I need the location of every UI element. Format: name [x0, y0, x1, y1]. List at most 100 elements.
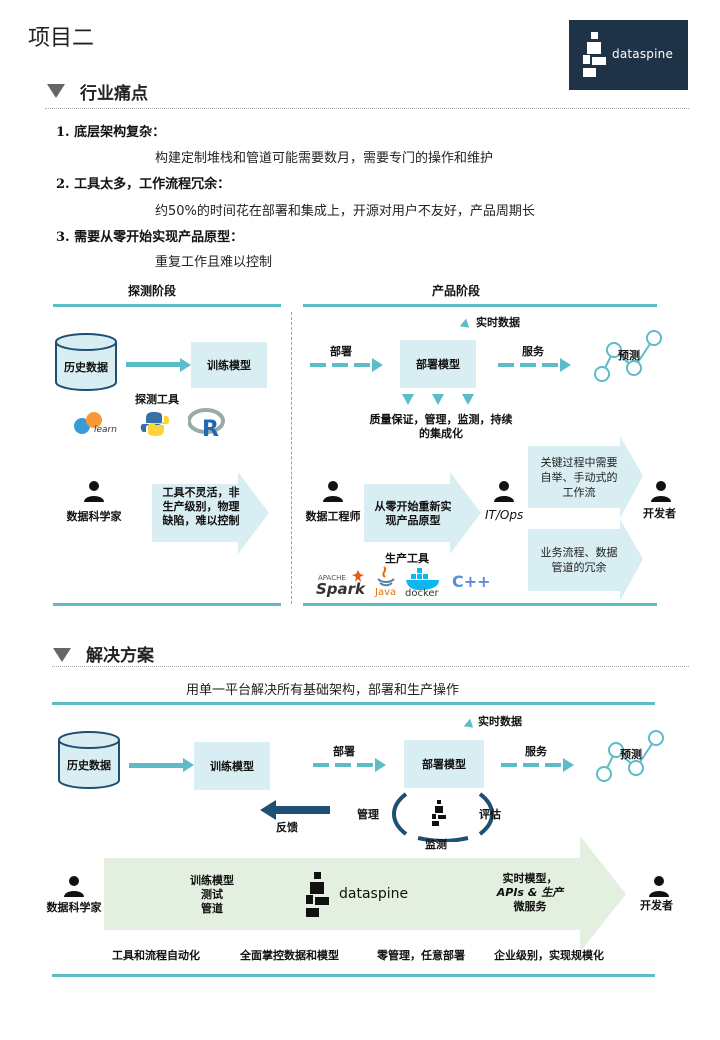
cpp-icon: C++	[452, 572, 491, 591]
dataspine-logo-icon	[306, 872, 329, 917]
production-tools-label: 生产工具	[385, 552, 429, 565]
person-icon	[494, 481, 514, 502]
arrow-shaft	[126, 362, 181, 367]
product-bottom-line	[303, 603, 657, 606]
integration-label: 质量保证，管理，监测，持续的集成化	[369, 413, 513, 440]
serve-dashed-arrow	[501, 763, 563, 767]
python-icon	[140, 412, 170, 436]
deploy-dashed-arrow	[313, 763, 375, 767]
divider	[52, 666, 689, 667]
product-stage-label: 产品阶段	[432, 284, 481, 298]
dev-problem-1: 关键过程中需要自举、手动式的工作流	[540, 456, 618, 499]
person-icon	[649, 876, 669, 897]
svg-text:R: R	[202, 417, 219, 439]
realtime-arrow-icon	[463, 718, 477, 732]
deploy-model-box: 部署模型	[404, 740, 484, 788]
person-icon	[64, 876, 84, 897]
dataspine-logo: dataspine	[569, 20, 688, 90]
history-data-label: 历史数据	[64, 361, 108, 374]
page-title: 项目二	[28, 26, 95, 51]
platform-item: 管道	[201, 902, 223, 915]
down-arrows-icon	[402, 394, 474, 405]
explore-stage-label: 探测阶段	[128, 284, 177, 298]
developer-label: 开发者	[643, 507, 676, 520]
explore-bottom-line	[53, 603, 281, 606]
feature-label: 零管理，任意部署	[377, 949, 465, 962]
solution-top-line	[52, 702, 655, 705]
itops-label: IT/Ops	[485, 508, 524, 522]
dev-problem-2: 业务流程、数据管道的冗余	[540, 546, 618, 574]
realtime-data-label: 实时数据	[478, 715, 522, 728]
docker-label: docker	[405, 588, 439, 599]
dev-problem-arrow	[528, 436, 643, 518]
platform-right-text: 实时模型，	[502, 872, 558, 885]
train-model-box: 训练模型	[194, 742, 270, 790]
arrow-head	[560, 358, 571, 372]
train-model-box: 训练模型	[191, 342, 267, 388]
realtime-arrow-icon	[459, 318, 473, 332]
history-data-label: 历史数据	[67, 759, 111, 772]
realtime-data-label: 实时数据	[476, 316, 520, 329]
arrow-shaft	[129, 763, 184, 768]
platform-right-text: APIs & 生产	[496, 886, 564, 899]
pain-point-desc: 约50%的时间花在部署和集成上，开源对用户不友好，产品周期长	[155, 204, 535, 219]
section-triangle-icon	[53, 648, 71, 662]
solution-heading: 解决方案	[86, 646, 154, 666]
feature-label: 工具和流程自动化	[112, 949, 200, 962]
deploy-dashed-arrow	[310, 363, 372, 367]
data-scientist-label: 数据科学家	[46, 901, 102, 914]
arrow-head	[180, 358, 191, 372]
arrow-head	[372, 358, 383, 372]
platform-item: 测试	[201, 888, 223, 901]
platform-right-text: 微服务	[513, 900, 547, 913]
spark-star-icon	[352, 570, 364, 582]
explore-stage-line	[53, 304, 281, 307]
ds-problem-text: 工具不灵活，非生产级别，物理缺陷，难以控制	[162, 486, 240, 527]
platform-item: 训练模型	[190, 874, 234, 887]
section-triangle-icon	[47, 84, 65, 98]
serve-label: 服务	[522, 345, 544, 358]
feature-label: 全面掌控数据和模型	[240, 949, 339, 962]
docker-icon	[406, 568, 439, 590]
r-language-icon: R	[188, 408, 225, 439]
predict-network-icon	[596, 730, 664, 782]
developer-label: 开发者	[640, 899, 673, 912]
svg-text:learn: learn	[94, 425, 117, 435]
dataspine-brand-text: dataspine	[339, 886, 409, 902]
deploy-label: 部署	[333, 745, 355, 758]
scikit-learn-icon: learn	[74, 412, 117, 435]
logo-text: dataspine	[612, 47, 674, 61]
divider	[45, 108, 689, 109]
java-icon	[377, 566, 395, 587]
monitor-cycle-shape	[392, 792, 494, 842]
database-icon	[58, 731, 120, 789]
pain-point-title: 3. 需要从零开始实现产品原型：	[56, 230, 244, 245]
pain-point-desc: 构建定制堆栈和管道可能需要数月，需要专门的操作和维护	[155, 151, 494, 166]
pain-point-title: 2. 工具太多，工作流程冗余：	[56, 177, 231, 192]
feature-label: 企业级别，实现规模化	[494, 949, 604, 962]
arrow-head	[563, 758, 574, 772]
evaluate-label: 评估	[479, 808, 501, 821]
problem-arrow-shape	[152, 472, 269, 554]
predict-network-icon	[594, 330, 662, 382]
predict-label: 预测	[618, 349, 640, 362]
java-label: Java	[375, 587, 397, 598]
data-scientist-label: 数据科学家	[66, 510, 122, 523]
solution-bottom-line	[52, 974, 655, 977]
dev-problem-arrow	[528, 519, 643, 601]
arrow-head	[375, 758, 386, 772]
pain-point-title: 1. 底层架构复杂：	[56, 125, 166, 140]
explore-tools-label: 探测工具	[135, 393, 179, 406]
person-icon	[323, 481, 343, 502]
product-stage-line	[303, 304, 657, 307]
platform-big-arrow	[104, 836, 626, 952]
person-icon	[651, 481, 671, 502]
person-icon	[84, 481, 104, 502]
data-engineer-label: 数据工程师	[305, 510, 361, 523]
engineer-problem-text: 从零开始重新实现产品原型	[374, 500, 452, 527]
spark-caption: APACHE	[318, 574, 346, 582]
deploy-label: 部署	[330, 345, 352, 358]
database-icon	[55, 333, 117, 391]
stage-divider	[291, 312, 292, 604]
manage-label: 管理	[357, 808, 379, 821]
